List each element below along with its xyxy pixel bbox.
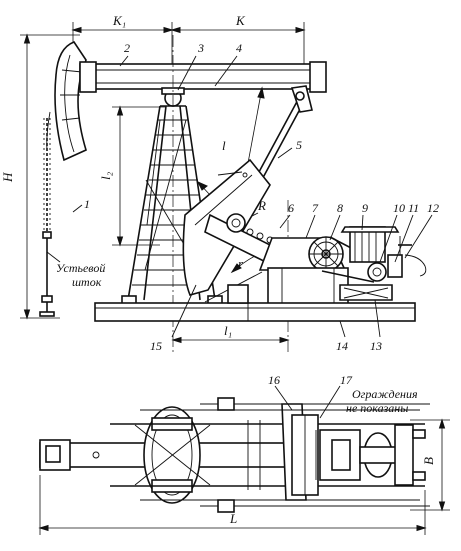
motor-assembly [339, 226, 427, 301]
dimension-l-total: L [38, 475, 427, 535]
callout-16: 16 [268, 373, 280, 387]
base-frame [94, 271, 416, 322]
dim-r-small-label: r [238, 256, 244, 271]
callout-8: 8 [337, 201, 343, 215]
callout-13: 13 [370, 339, 382, 353]
callout-6: 6 [288, 201, 294, 215]
dimension-l1: l₁ [171, 323, 290, 344]
dim-l1-label: l₁ [224, 323, 232, 338]
note-wellhead-rod: Устьевой шток [46, 251, 105, 289]
dimension-l2: l₂ [98, 105, 165, 247]
callouts-top: 1 2 3 4 5 6 7 8 9 10 11 12 13 14 15 [72, 41, 439, 353]
wellhead-label-line1: Устьевой [56, 261, 105, 275]
callout-1: 1 [84, 197, 90, 211]
callout-14: 14 [336, 339, 348, 353]
callout-9: 9 [362, 201, 368, 215]
callout-15: 15 [150, 339, 162, 353]
wellhead-label-line2: шток [72, 275, 102, 289]
dimension-k1: K₁ [71, 13, 174, 90]
callout-7: 7 [312, 201, 319, 215]
walking-beam [79, 61, 327, 107]
gearbox [258, 236, 349, 305]
dimension-h: H [0, 33, 80, 320]
wire-rope-hanger [39, 111, 55, 317]
dim-l2-label: l₂ [98, 171, 113, 180]
plan-view [39, 397, 430, 513]
callout-11: 11 [408, 201, 419, 215]
dim-k-label: K [235, 13, 246, 28]
dimension-b: B [410, 418, 450, 512]
dim-l-total-label: L [229, 511, 237, 526]
dim-l-label: l [222, 138, 226, 153]
callout-10: 10 [393, 201, 405, 215]
callout-4: 4 [236, 41, 242, 55]
guard-note-line2: не показаны [346, 401, 408, 415]
dim-k1-label: K₁ [112, 13, 126, 28]
dim-b-label: B [421, 457, 436, 465]
guard-note-line1: Ограждения [352, 387, 418, 401]
callout-17: 17 [340, 373, 353, 387]
callout-5: 5 [296, 138, 302, 152]
callout-2: 2 [124, 41, 130, 55]
horsehead [54, 41, 87, 162]
dim-r-big-label: R [257, 198, 266, 213]
callouts-plan: 16 17 Ограждения не показаны [268, 373, 418, 419]
callout-3: 3 [197, 41, 204, 55]
dimension-k: K [170, 13, 306, 92]
dim-h-label: H [0, 172, 15, 183]
callout-12: 12 [427, 201, 439, 215]
